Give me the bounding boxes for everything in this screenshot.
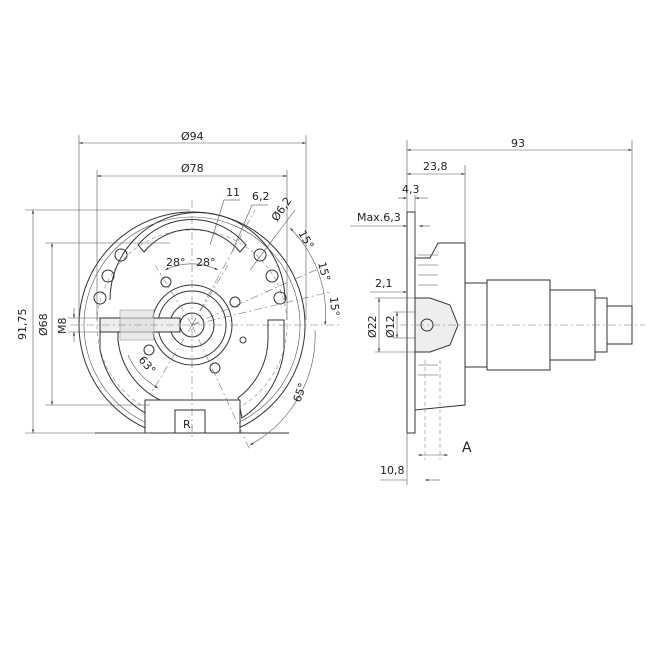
- top-slot: [137, 219, 247, 253]
- dim-angle-15-b: 15°: [315, 260, 333, 282]
- dim-angle-28-left: 28°: [166, 256, 186, 269]
- dim-d22: Ø22: [366, 315, 379, 338]
- side-view: 93 23,8 4,3 Max.6,3 2,1 Ø22 Ø12 A 10,8: [350, 137, 645, 485]
- dim-2-1: 2,1: [375, 277, 393, 290]
- dim-max-6-3: Max.6,3: [357, 211, 401, 224]
- dim-d78: Ø78: [181, 162, 204, 175]
- mounting-plate: [406, 211, 416, 434]
- dim-d68: Ø68: [37, 313, 50, 336]
- front-view: R. Ø94 Ø78 11 6,2 Ø6,2 15° 15°: [16, 130, 342, 451]
- dim-91-75: 91,75: [16, 309, 29, 341]
- dim-4-3: 4,3: [402, 183, 420, 196]
- dim-d12: Ø12: [384, 315, 397, 338]
- label-a: A: [462, 440, 472, 456]
- dim-hole-d6-2: Ø6,2: [269, 195, 295, 224]
- dim-11: 11: [226, 186, 240, 199]
- dim-10-8: 10,8: [380, 464, 405, 477]
- dim-m8: M8: [56, 318, 69, 335]
- dim-6-2: 6,2: [252, 190, 270, 203]
- bottom-block: [144, 399, 241, 434]
- dim-d94: Ø94: [181, 130, 204, 143]
- r-mark: R.: [183, 418, 194, 431]
- dim-angle-28-right: 28°: [196, 256, 216, 269]
- dim-angle-15-a: 15°: [295, 228, 316, 251]
- dim-angle-65: 65°: [291, 381, 310, 404]
- dim-93: 93: [511, 137, 525, 150]
- mounting-holes: [93, 248, 287, 374]
- dim-angle-15-c: 15°: [327, 296, 342, 317]
- dim-23-8: 23,8: [423, 160, 448, 173]
